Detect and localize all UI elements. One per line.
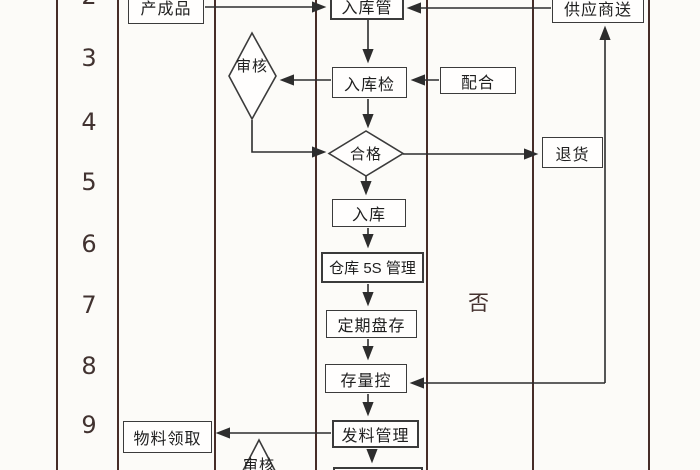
review-diamond-label: 审核	[236, 58, 269, 75]
row-number: 2	[70, 0, 108, 10]
table-column-border	[648, 0, 650, 470]
node-label: 产成品	[140, 0, 192, 18]
row-number: 8	[81, 352, 97, 380]
node-supplier-delivery: 供应商送	[552, 0, 644, 23]
node-entry-inspection: 入库检	[332, 67, 407, 98]
row-number: 3	[81, 44, 97, 72]
row-number: 6	[81, 230, 97, 258]
node-label: 入库管	[341, 0, 393, 17]
node-material-pickup: 物料领取	[123, 421, 212, 453]
table-column-border	[426, 0, 428, 470]
node-finished-product: 产成品	[128, 0, 204, 24]
node-return-goods: 退货	[542, 137, 603, 168]
node-label: 发料管理	[341, 428, 410, 445]
node-label: 存量控	[340, 372, 392, 390]
node-label: 退货	[555, 146, 590, 164]
no-branch-label: 否	[468, 292, 489, 315]
review-diamond-shape	[228, 31, 277, 121]
node-stock-control: 存量控	[325, 364, 407, 393]
qualified-diamond-label: 合格	[349, 146, 382, 163]
qualified-diamond-shape	[327, 130, 405, 177]
row-number: 4	[81, 108, 97, 136]
node-label: 供应商送	[563, 1, 632, 19]
table-column-border	[214, 0, 216, 470]
row-number: 5	[81, 168, 97, 196]
row-number: 9	[81, 411, 97, 439]
row-number: 7	[81, 291, 97, 319]
node-label: 入库检	[343, 76, 395, 94]
node-warehouse-entry: 入库	[332, 199, 406, 227]
connector-review-to-qualified	[251, 120, 327, 158]
node-periodic-inventory: 定期盘存	[326, 310, 417, 338]
table-column-border	[532, 0, 534, 470]
review-bottom-diamond-shape	[242, 438, 276, 470]
node-warehouse-5s: 仓库 5S 管理	[321, 252, 424, 283]
table-column-border	[315, 0, 317, 470]
node-cooperate: 配合	[440, 67, 516, 94]
node-bottom-cutoff-box	[333, 467, 423, 470]
review-bottom-diamond-label: 审核	[243, 457, 276, 470]
table-column-border	[56, 0, 58, 470]
node-label: 仓库 5S 管理	[329, 260, 416, 277]
node-label: 物料领取	[133, 431, 202, 448]
node-material-issue: 发料管理	[332, 420, 419, 448]
node-label: 定期盘存	[337, 318, 406, 335]
node-label: 配合	[460, 74, 495, 92]
node-label: 入库	[351, 207, 386, 224]
node-warehouse-entry-mgmt: 入库管	[330, 0, 404, 20]
table-column-border	[117, 0, 119, 470]
